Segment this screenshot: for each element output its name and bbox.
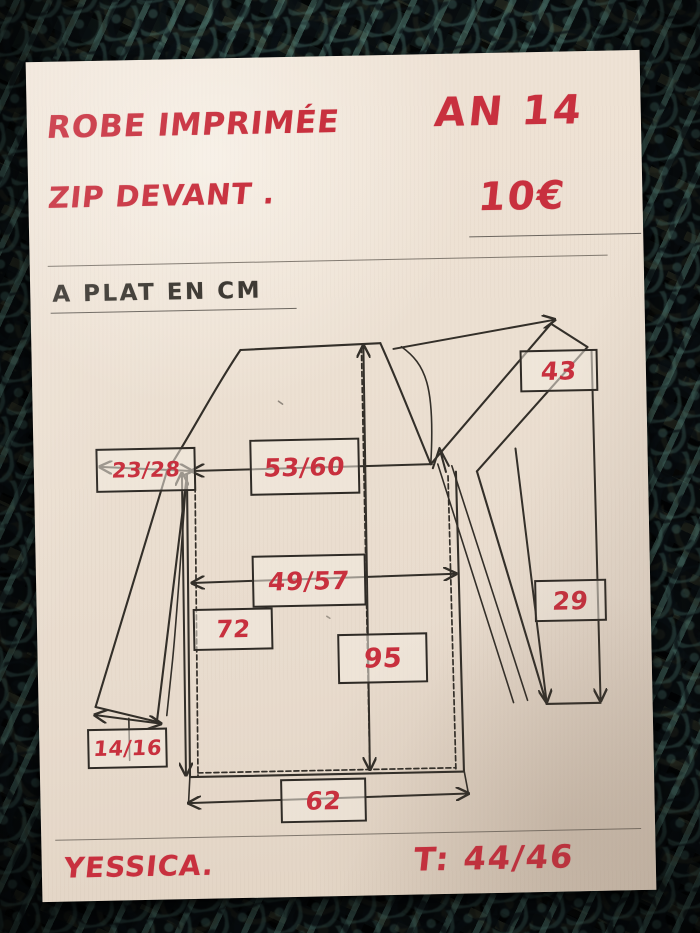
measurement-card: ROBE IMPRIMÉE ZIP DEVANT . AN 14 10€ A P… xyxy=(25,49,657,903)
card-contents: ROBE IMPRIMÉE ZIP DEVANT . AN 14 10€ A P… xyxy=(26,50,657,902)
paper-lighting xyxy=(25,49,657,903)
